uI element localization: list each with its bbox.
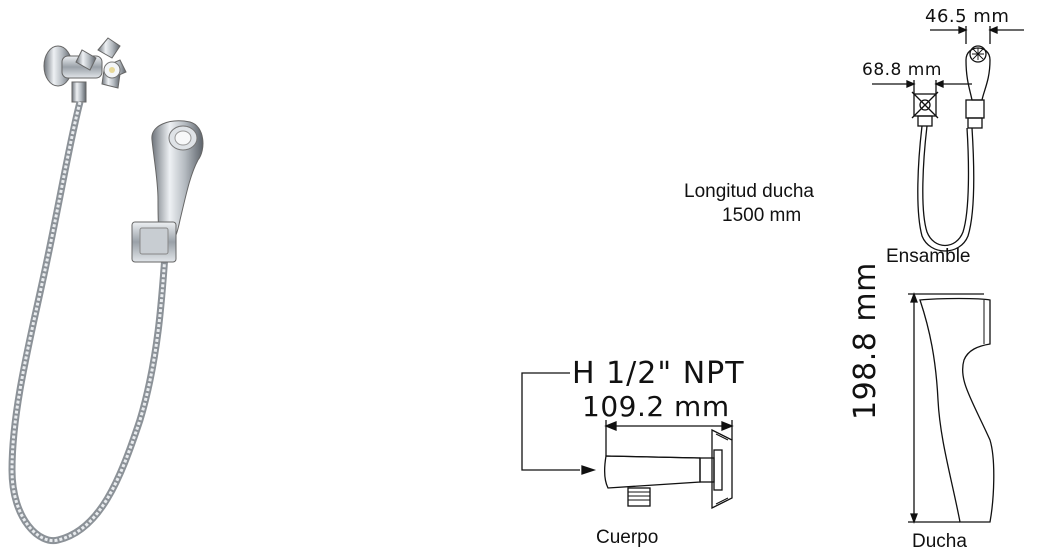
valve-body-drawing (521, 372, 734, 510)
hose-length-line1: Longitud ducha (684, 181, 814, 202)
shower-caption: Ducha (912, 531, 967, 552)
body-length-label: 109.2 mm (582, 390, 730, 423)
thread-label: H 1/2" NPT (572, 356, 745, 391)
hose-length-line2: 1500 mm (722, 205, 802, 226)
assembly-caption: Ensamble (886, 246, 971, 267)
shower-height-label: 198.8 mm (848, 262, 883, 420)
handle-width-label: 46.5 mm (925, 6, 1010, 27)
handshower-photo (131, 120, 204, 263)
valve-photo (43, 37, 127, 103)
body-caption: Cuerpo (596, 527, 659, 548)
hose-photo (8, 101, 170, 545)
shower-profile-drawing (908, 292, 995, 524)
valve-width-label: 68.8 mm (862, 60, 942, 80)
assembly-drawing (872, 26, 1024, 252)
